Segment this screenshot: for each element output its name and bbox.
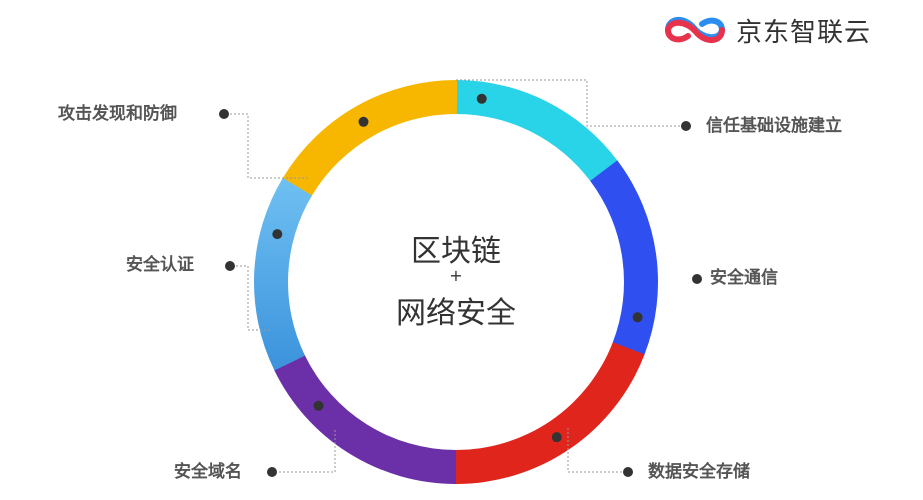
label-secure-data-storage: 数据安全存储 bbox=[648, 462, 750, 482]
segment-dot-secure-authentication bbox=[272, 229, 283, 240]
label-secure-authentication: 安全认证 bbox=[126, 255, 194, 275]
label-bullet-secure-data-storage bbox=[623, 467, 633, 477]
ring-segment-secure-communication bbox=[590, 160, 658, 356]
label-bullet-secure-authentication bbox=[225, 261, 235, 271]
center-plus: + bbox=[449, 266, 463, 285]
leader-line-secure-authentication bbox=[230, 265, 270, 331]
label-secure-communication: 安全通信 bbox=[710, 268, 778, 288]
brand-name: 京东智联云 bbox=[736, 17, 872, 48]
leader-line-secure-data-storage bbox=[567, 428, 628, 473]
brand-logo: 京东智联云 bbox=[660, 10, 871, 50]
segment-dot-secure-domain bbox=[313, 400, 324, 411]
label-secure-domain: 安全域名 bbox=[174, 462, 242, 482]
segment-dot-trust-infrastructure bbox=[476, 93, 487, 104]
label-trust-infrastructure: 信任基础设施建立 bbox=[706, 116, 842, 136]
leader-line-secure-domain bbox=[272, 430, 336, 473]
brand-logo-icon bbox=[664, 17, 726, 43]
label-bullet-secure-domain bbox=[267, 467, 277, 477]
label-attack-detection: 攻击发现和防御 bbox=[58, 104, 177, 124]
ring-segment-secure-domain bbox=[273, 354, 456, 484]
ring-segment-trust-infrastructure bbox=[456, 80, 618, 182]
label-bullet-secure-communication bbox=[692, 274, 702, 284]
ring-segment-attack-detection bbox=[282, 80, 458, 196]
center-title-line1: 区块链 bbox=[411, 234, 501, 269]
leader-line-attack-detection bbox=[224, 113, 308, 179]
label-bullet-attack-detection bbox=[219, 109, 229, 119]
center-title-line2: 网络安全 bbox=[396, 296, 516, 331]
ring-segment-secure-authentication bbox=[254, 177, 313, 371]
segment-dot-secure-data-storage bbox=[551, 432, 562, 443]
label-bullet-trust-infrastructure bbox=[681, 121, 691, 131]
ring-segment-secure-data-storage bbox=[454, 342, 645, 484]
leader-line-trust-infrastructure bbox=[456, 79, 686, 127]
segment-dot-attack-detection bbox=[358, 116, 369, 127]
segment-dot-secure-communication bbox=[632, 312, 643, 323]
